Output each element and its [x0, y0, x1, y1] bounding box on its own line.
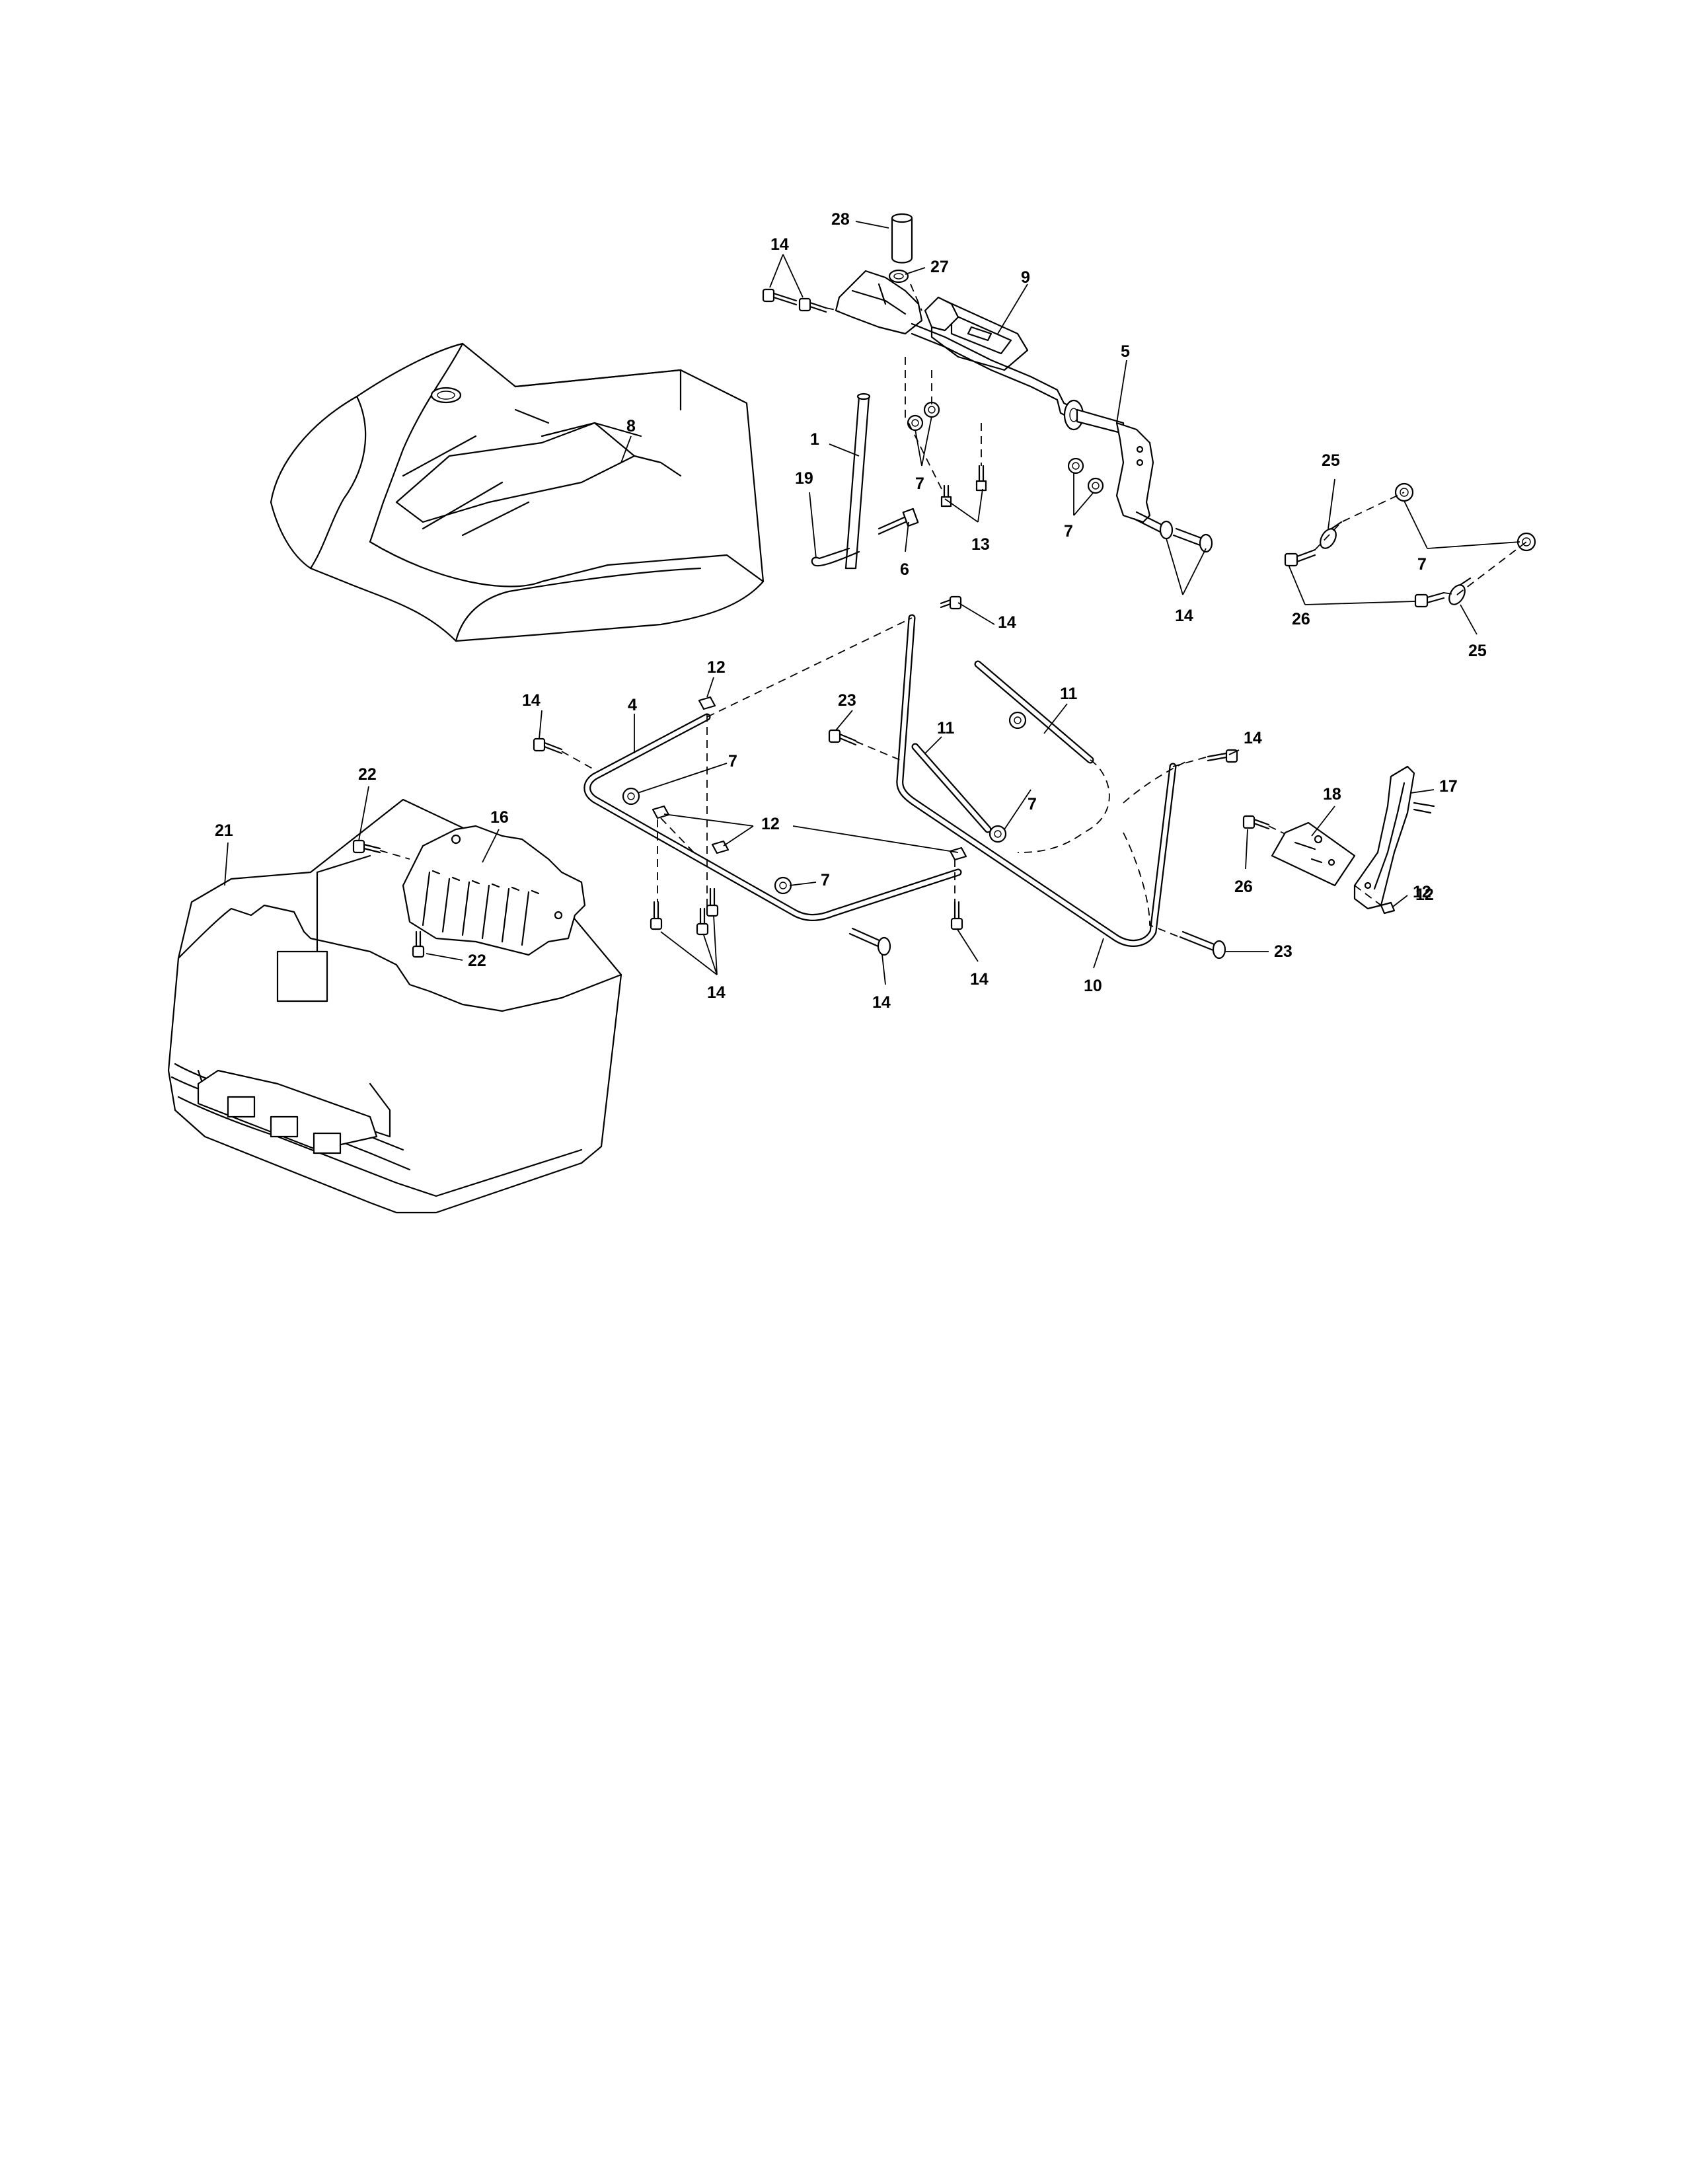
callout-8: 8	[626, 417, 636, 435]
bolt-14-frame-c	[1207, 749, 1238, 763]
callout-23-top: 23	[838, 691, 856, 710]
bolt-14-top-b	[798, 297, 827, 313]
square-nut-12-d	[949, 847, 967, 861]
square-nut-12-e	[1380, 901, 1396, 915]
square-nut-12-b	[652, 805, 670, 819]
callout-14-frame-top: 14	[998, 613, 1016, 632]
bolt-14-right-a	[1133, 511, 1174, 540]
callout-7-right: 7	[1417, 555, 1427, 574]
callout-5: 5	[1121, 342, 1130, 361]
callout-11-right: 11	[1060, 685, 1078, 703]
callout-26-right: 26	[1292, 610, 1310, 628]
bolt-23-a	[828, 729, 857, 746]
callout-14-bottom-group: 14	[707, 983, 726, 1002]
callout-22-top: 22	[358, 765, 377, 784]
assembly-lines	[379, 283, 1527, 939]
callout-11-left: 11	[937, 719, 955, 737]
callout-1: 1	[810, 430, 819, 449]
hair-pin-19-part	[811, 547, 860, 567]
callout-7-frame-left: 7	[728, 752, 737, 771]
callout-16: 16	[490, 808, 509, 827]
bolt-13-b	[975, 465, 987, 492]
callout-19: 19	[795, 469, 813, 488]
callout-labels: 28 27 14 9 5 8 1 19 7 6 13 7 14 25 7 26 …	[215, 210, 1487, 1012]
callout-12-top: 12	[707, 658, 726, 677]
square-nut-12-a	[698, 696, 716, 710]
hood-hinge-bracket-part	[835, 270, 1154, 523]
bolt-14-frame-e	[696, 907, 709, 936]
link-rod-11-b	[974, 660, 1094, 764]
bolt-26-a	[1284, 548, 1316, 567]
hood-part	[270, 342, 765, 642]
pivot-tube-part	[891, 213, 913, 264]
callout-4: 4	[628, 696, 637, 714]
callout-14-frame-right: 14	[1244, 729, 1262, 747]
callout-27: 27	[930, 258, 949, 276]
nut-7-h	[989, 825, 1007, 843]
callout-12-right: 12	[1413, 883, 1431, 901]
bolt-13-a	[940, 484, 952, 508]
callout-12-middle: 12	[761, 815, 780, 833]
callout-25-bottom: 25	[1468, 642, 1487, 660]
callout-14-hinge: 14	[1175, 607, 1193, 625]
callout-6: 6	[900, 560, 909, 579]
nut-7-d	[1087, 477, 1104, 494]
bolt-14-right-b	[1172, 527, 1213, 553]
nut-7-i	[1008, 711, 1027, 730]
nut-7-b	[923, 401, 940, 418]
callout-21: 21	[215, 821, 233, 840]
callout-7-frame-bottom: 7	[821, 871, 830, 889]
callout-13: 13	[971, 535, 990, 554]
bolt-22-b	[412, 930, 425, 958]
bolt-26-b	[1414, 591, 1445, 608]
nut-7-c	[1067, 457, 1084, 474]
callout-14-frame-left: 14	[522, 691, 541, 710]
grille-part	[167, 798, 622, 1214]
bolt-14-top-a	[762, 288, 798, 306]
callout-7-bracket: 7	[915, 474, 924, 493]
clip-25-b	[1448, 577, 1472, 605]
leader-lines	[224, 221, 1520, 985]
clip-25-a	[1320, 521, 1343, 549]
washer-27-part	[888, 269, 909, 283]
nut-7-g	[622, 787, 640, 806]
callout-25-top: 25	[1322, 451, 1340, 470]
callout-14-bottom-right: 14	[970, 970, 989, 989]
bolt-14-frame-f	[706, 887, 719, 917]
bolt-14-frame-g	[950, 901, 963, 930]
callout-28: 28	[831, 210, 850, 229]
callout-12-bracket: 12	[1415, 885, 1434, 904]
callout-10: 10	[1084, 977, 1102, 995]
callout-14-top: 14	[770, 235, 789, 254]
callout-9: 9	[1021, 268, 1030, 287]
link-rod-11-a	[911, 743, 992, 833]
plate-18-part	[1271, 821, 1356, 887]
shield-part	[402, 825, 586, 956]
bolt-6-part	[878, 508, 919, 535]
callout-23-bottom: 23	[1274, 942, 1292, 961]
shaft-part	[844, 393, 871, 570]
callout-26-bottom: 26	[1234, 878, 1253, 896]
square-nut-12-c	[711, 840, 730, 854]
bolt-14-frame-d	[650, 901, 663, 930]
rod-frame-4	[583, 713, 962, 921]
callout-14-bottom-center: 14	[872, 993, 891, 1012]
nut-7-j	[774, 876, 792, 895]
bolt-23-b	[1179, 930, 1226, 960]
callout-17: 17	[1439, 777, 1458, 796]
nut-7-a	[907, 414, 924, 432]
callout-18: 18	[1323, 785, 1341, 804]
callout-7-hinge: 7	[1064, 522, 1073, 541]
bolt-14-frame-h	[848, 927, 891, 956]
bolt-14-frame-a	[533, 737, 563, 755]
callout-22-bottom: 22	[468, 952, 486, 970]
bolt-14-frame-b	[940, 595, 962, 610]
rod-frame-10	[896, 614, 1177, 947]
callout-7-frame-right: 7	[1028, 795, 1037, 813]
bolt-26-c	[1242, 815, 1270, 830]
nut-7-f	[1516, 532, 1536, 552]
